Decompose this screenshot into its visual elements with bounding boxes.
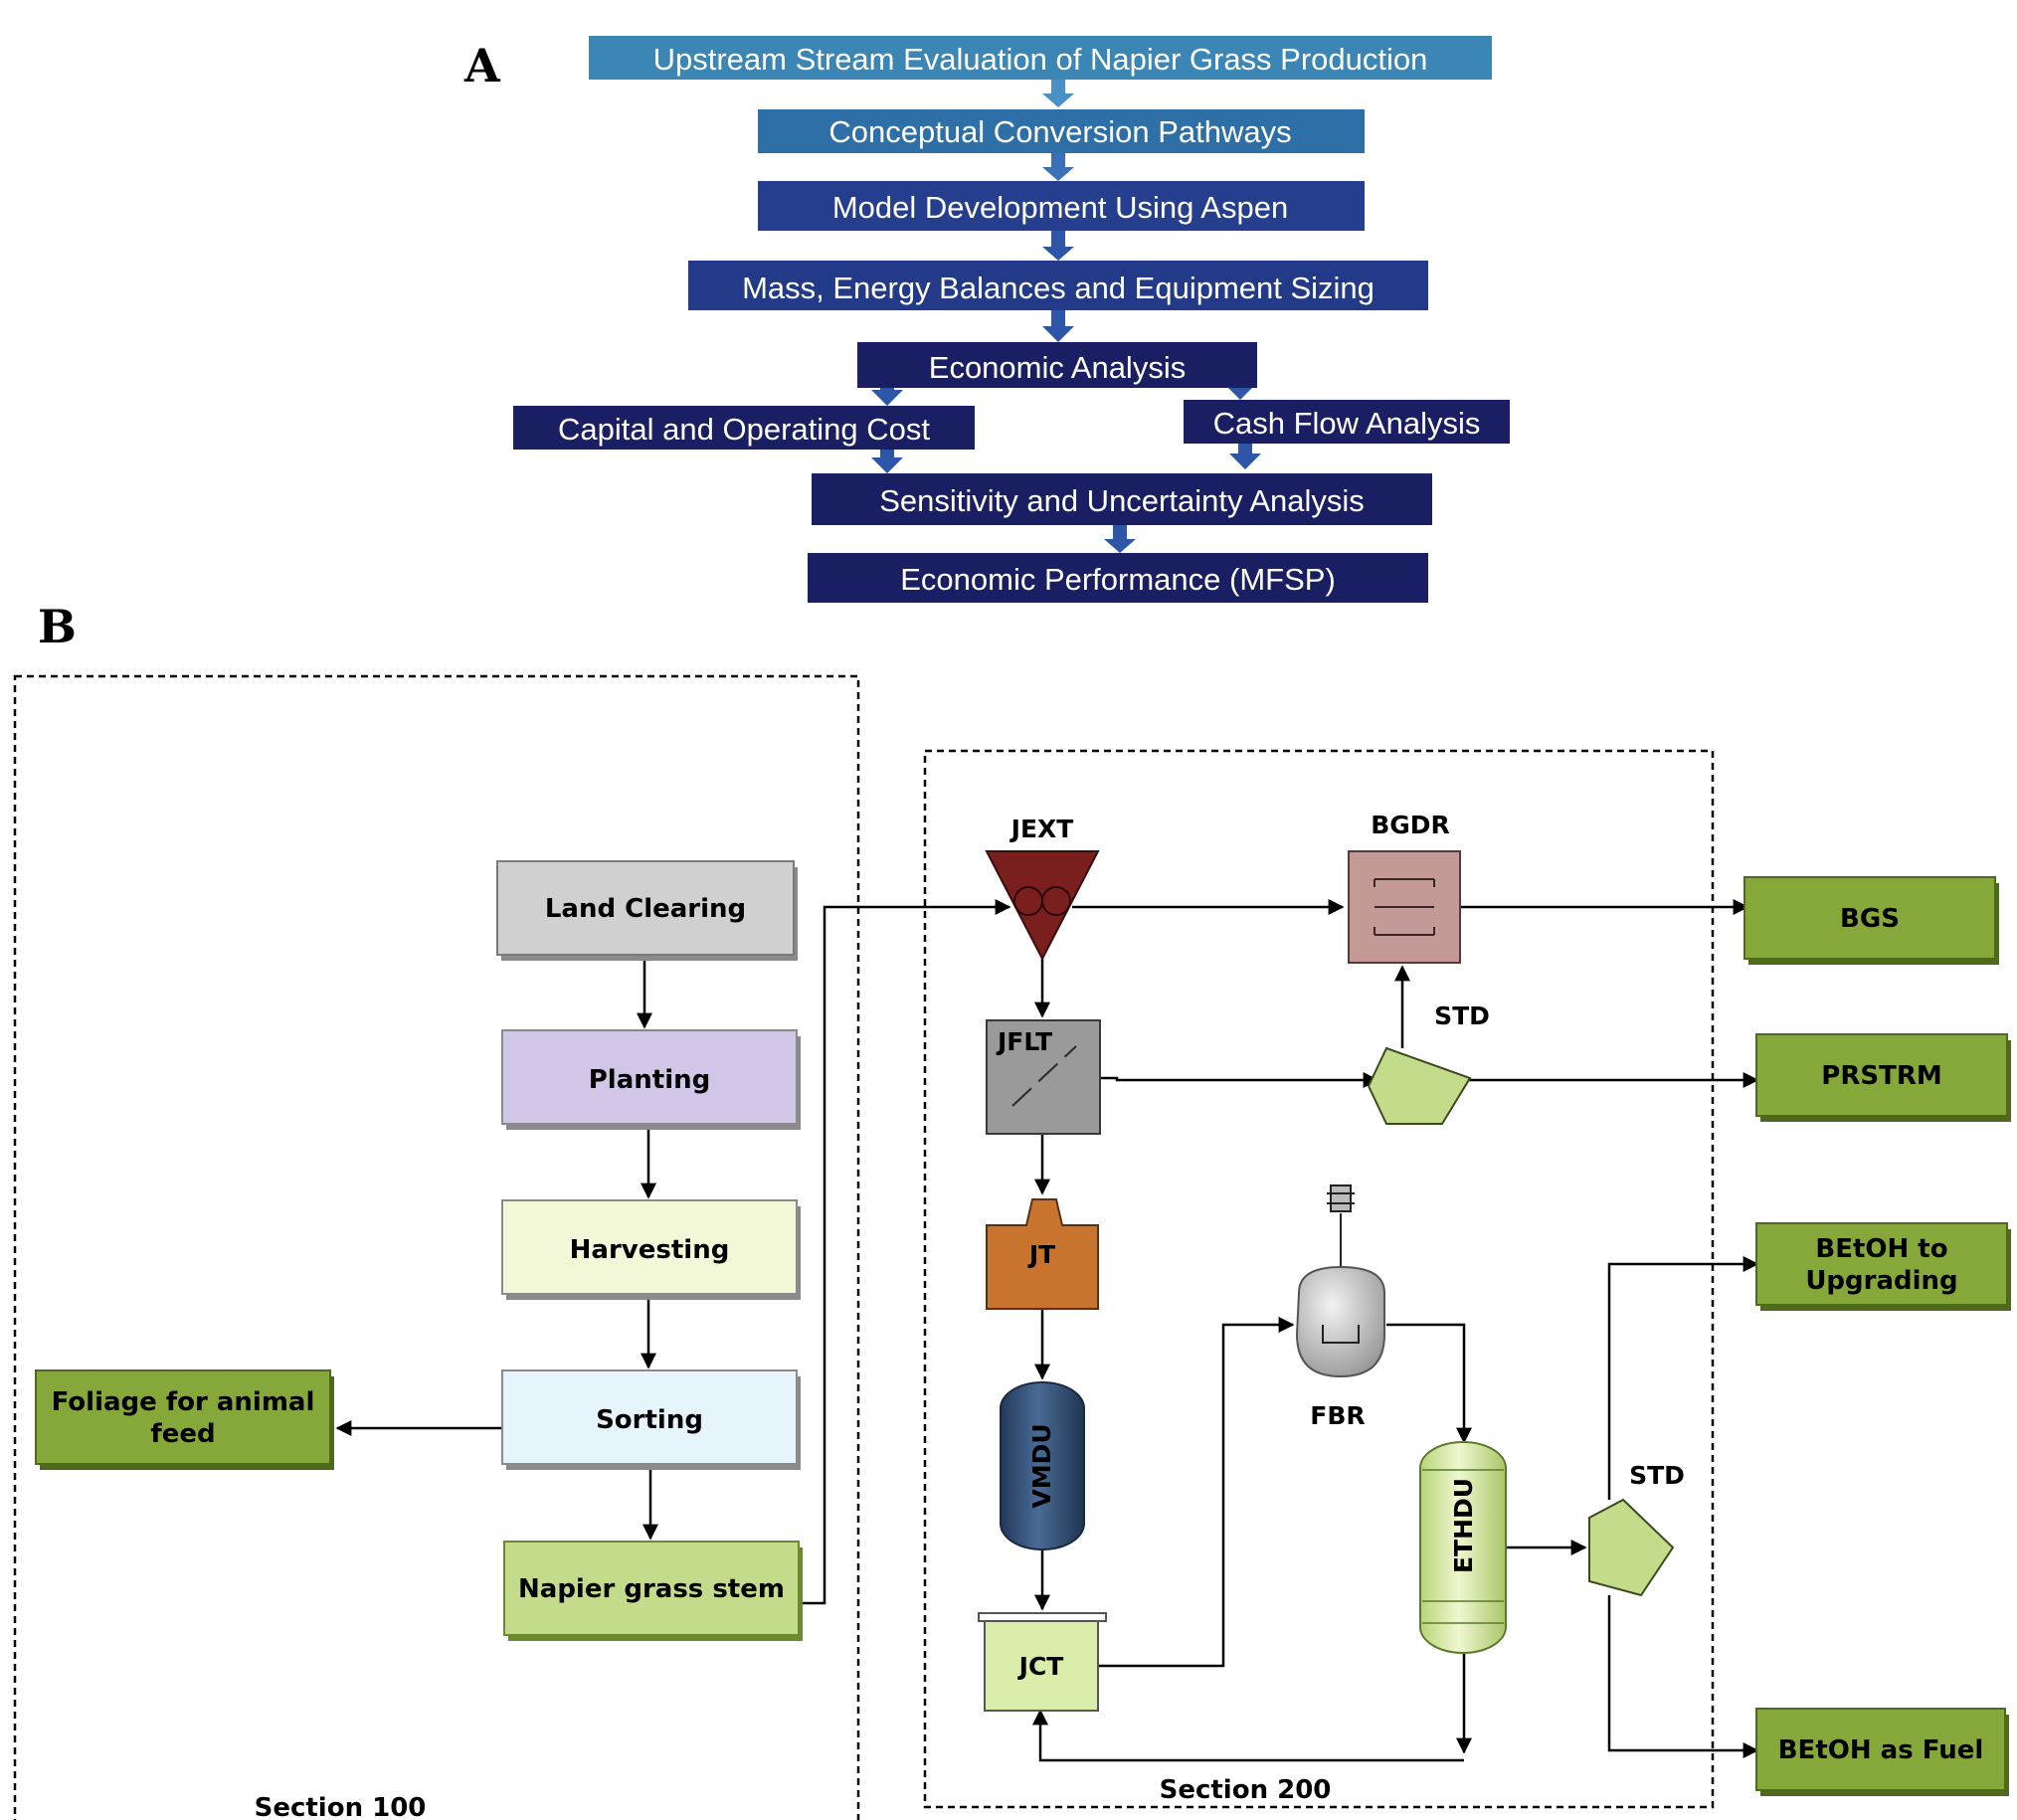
step-economic-label: Economic Analysis	[929, 350, 1186, 385]
step-capital-label: Capital and Operating Cost	[558, 412, 930, 447]
prstrm-label: PRSTRM	[1821, 1061, 1941, 1091]
land-clearing-label: Land Clearing	[545, 894, 746, 924]
product-betoh-fuel: BEtOH as Fuel	[1755, 1708, 2009, 1796]
step-conceptual: Conceptual Conversion Pathways	[758, 109, 1365, 153]
product-foliage: Foliage for animal feed	[35, 1369, 334, 1470]
unit-jt: JT	[986, 1198, 1099, 1310]
step-upstream-label: Upstream Stream Evaluation of Napier Gra…	[653, 42, 1428, 77]
planting-label: Planting	[589, 1065, 710, 1095]
unit-ethdu: ETHDU	[1419, 1441, 1507, 1654]
napier-stem-label: Napier grass stem	[518, 1574, 785, 1604]
jext-label: JEXT	[1009, 815, 1074, 843]
harvesting-label: Harvesting	[570, 1235, 730, 1265]
flow-arrow	[871, 376, 903, 406]
bgs-label: BGS	[1840, 904, 1900, 934]
unit-bgdr: BGDR	[1348, 811, 1461, 964]
step-land-clearing: Land Clearing	[496, 860, 798, 961]
step-napier-stem: Napier grass stem	[503, 1541, 803, 1641]
step-economic: Economic Analysis	[857, 342, 1257, 388]
connector	[1607, 1256, 1759, 1500]
step-cashflow-label: Cash Flow Analysis	[1213, 406, 1481, 441]
step-cashflow: Cash Flow Analysis	[1184, 400, 1510, 444]
bgdr-label: BGDR	[1371, 811, 1450, 839]
vmdu-label: VMDU	[1027, 1423, 1056, 1508]
connector	[1098, 1317, 1295, 1668]
fbr-label: FBR	[1310, 1401, 1365, 1430]
unit-fbr: FBR	[1295, 1184, 1385, 1430]
foliage-label-line2: feed	[150, 1419, 215, 1449]
connector	[802, 899, 1011, 1605]
flow-arrow	[1229, 442, 1261, 469]
product-betoh-upgrading: BEtOH to Upgrading	[1755, 1222, 2011, 1311]
panel-b-letter: B	[38, 600, 77, 653]
unit-jflt: JFLT	[986, 1019, 1101, 1135]
connector	[1607, 1595, 1759, 1758]
flow-arrow	[871, 448, 903, 473]
flow-arrow	[1042, 151, 1074, 181]
betoh-upgrading-line1: BEtOH to	[1815, 1234, 1947, 1264]
product-prstrm: PRSTRM	[1755, 1033, 2011, 1122]
section-200-label: Section 200	[1160, 1775, 1332, 1805]
flow-arrow	[1042, 80, 1074, 107]
step-conceptual-label: Conceptual Conversion Pathways	[828, 114, 1291, 149]
flow-arrow	[1042, 308, 1074, 342]
step-performance: Economic Performance (MFSP)	[808, 553, 1428, 603]
jflt-label: JFLT	[996, 1027, 1052, 1056]
connector	[1032, 1709, 1464, 1762]
section-100-boundary	[13, 674, 860, 1820]
step-capital: Capital and Operating Cost	[513, 406, 975, 450]
unit-jext: JEXT	[985, 815, 1100, 962]
section-100-label: Section 100	[255, 1793, 427, 1820]
ethdu-label: ETHDU	[1449, 1478, 1478, 1573]
std-top-label: STD	[1434, 1001, 1490, 1030]
step-model-label: Model Development Using Aspen	[832, 190, 1288, 225]
std-bottom-label: STD	[1629, 1461, 1685, 1490]
step-mass: Mass, Energy Balances and Equipment Sizi…	[688, 261, 1428, 310]
section-200-boundary	[923, 749, 1715, 1809]
step-harvesting: Harvesting	[501, 1199, 801, 1300]
step-mass-label: Mass, Energy Balances and Equipment Sizi…	[742, 271, 1375, 305]
step-sorting: Sorting	[501, 1369, 801, 1470]
step-sensitivity-label: Sensitivity and Uncertainty Analysis	[879, 483, 1365, 518]
jt-label: JT	[1027, 1240, 1055, 1269]
unit-jct: JCT	[978, 1612, 1107, 1712]
jct-label: JCT	[1017, 1652, 1064, 1681]
step-sensitivity: Sensitivity and Uncertainty Analysis	[812, 473, 1432, 525]
flow-arrow	[1104, 525, 1136, 553]
step-upstream: Upstream Stream Evaluation of Napier Gra…	[589, 36, 1492, 80]
section-200-connectors	[1032, 899, 1759, 1762]
betoh-fuel-label: BEtOH as Fuel	[1778, 1735, 1984, 1765]
unit-vmdu: VMDU	[1000, 1381, 1085, 1550]
betoh-upgrading-line2: Upgrading	[1805, 1266, 1957, 1296]
sorting-label: Sorting	[596, 1405, 703, 1435]
flow-arrow	[1042, 231, 1074, 261]
connector	[1386, 1323, 1472, 1444]
panel-a-letter: A	[463, 39, 501, 92]
step-performance-label: Economic Performance (MFSP)	[900, 562, 1336, 597]
foliage-label-line1: Foliage for animal	[52, 1387, 315, 1417]
section-100-connectors	[335, 899, 1011, 1605]
product-bgs: BGS	[1743, 876, 1999, 965]
step-planting: Planting	[501, 1029, 801, 1130]
unit-std-bottom: STD	[1588, 1461, 1685, 1597]
connector	[1098, 1072, 1379, 1088]
step-model: Model Development Using Aspen	[758, 181, 1365, 231]
unit-std-top: STD	[1367, 1001, 1490, 1125]
